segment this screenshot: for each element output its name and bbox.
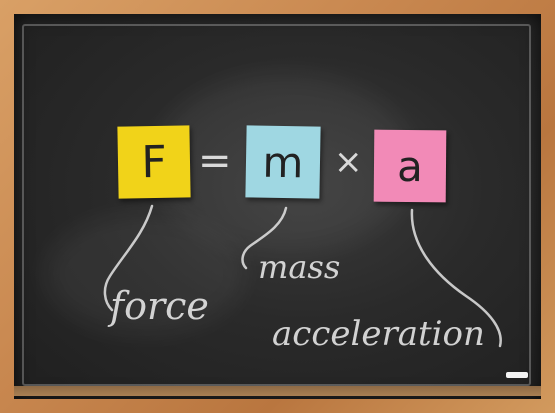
chalk-stick [506,372,528,378]
chalk-smudge [44,214,244,334]
force-label: force [110,284,209,328]
mass-connector-line [241,206,288,270]
equals-sign: = [198,138,232,184]
chalk-connector-lines [103,204,502,348]
chalk-border [22,24,531,386]
mass-label: mass [258,248,341,286]
chalkboard: F = m × a mass force acceleration [14,14,541,399]
times-sign: × [334,142,363,182]
chalk-tray [14,386,541,396]
acceleration-label: acceleration [272,314,485,354]
force-connector-line [103,204,154,312]
acceleration-connector-line [410,208,502,348]
